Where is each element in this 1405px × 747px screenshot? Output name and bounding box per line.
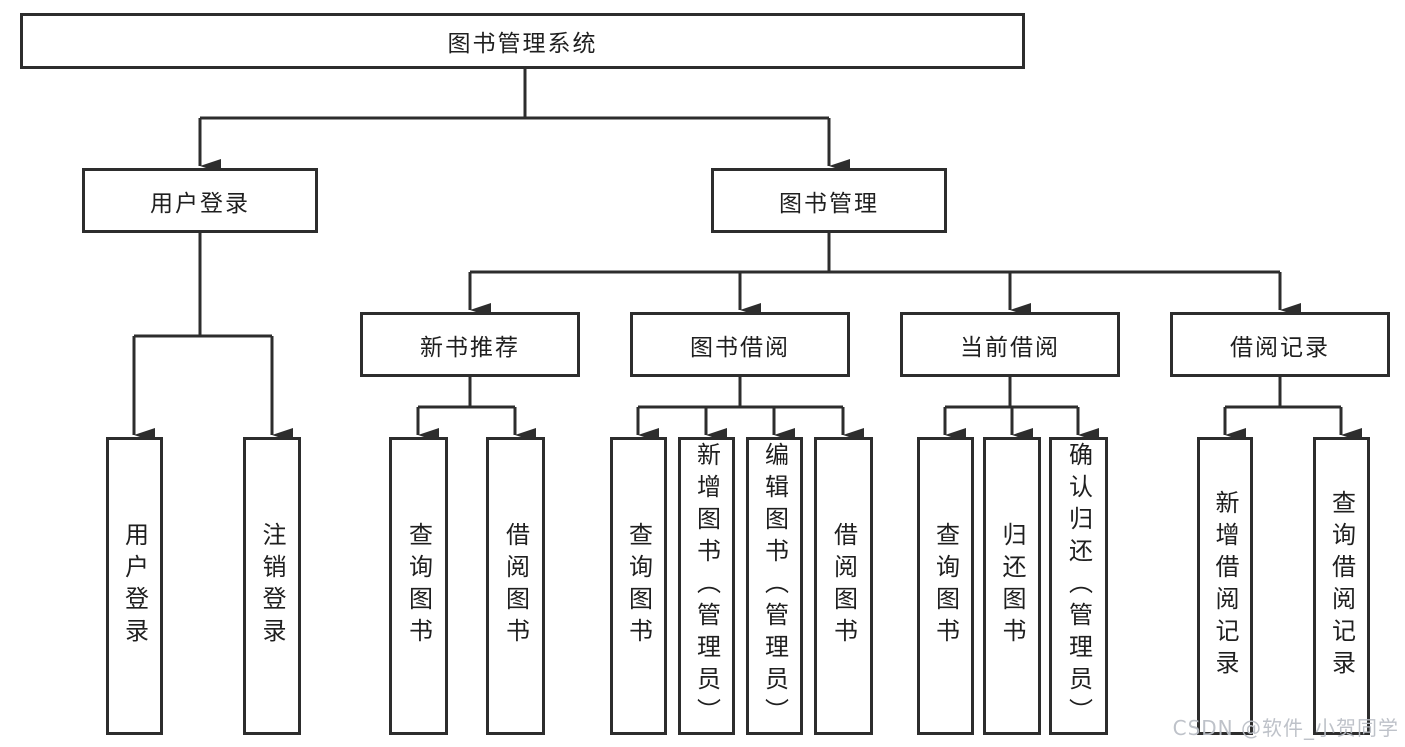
node-leaf-borrow-book-label: 借阅图书: [829, 522, 858, 650]
node-leaf-current-query: 查询图书: [917, 437, 974, 735]
node-leaf-borrow-edit-admin: 编辑图书（管理员）: [746, 437, 803, 735]
node-leaf-query-borrow-record: 查询借阅记录: [1313, 437, 1370, 735]
node-book-borrowing: 图书借阅: [630, 312, 850, 377]
connector-book-management-to-level3: [468, 232, 1301, 317]
node-leaf-user-login: 用户登录: [106, 437, 163, 735]
node-library-system-label: 图书管理系统: [447, 31, 598, 57]
node-leaf-return-book: 归还图书: [983, 437, 1041, 735]
node-leaf-borrow-query: 查询图书: [610, 437, 667, 735]
node-leaf-newbook-query-label: 查询图书: [404, 522, 433, 650]
node-book-borrowing-label: 图书借阅: [690, 334, 790, 361]
node-leaf-newbook-borrow-label: 借阅图书: [501, 522, 530, 650]
node-library-system: 图书管理系统: [20, 13, 1025, 69]
connector-current-borrow-to-children: [943, 377, 1099, 442]
node-leaf-return-book-label: 归还图书: [998, 522, 1026, 650]
node-leaf-add-borrow-record: 新增借阅记录: [1197, 437, 1253, 735]
node-leaf-borrow-edit-admin-label: 编辑图书（管理员）: [760, 442, 789, 730]
connector-new-book-to-children: [416, 377, 536, 442]
node-leaf-borrow-add-admin: 新增图书（管理员）: [678, 437, 735, 735]
node-leaf-add-borrow-record-label: 新增借阅记录: [1211, 490, 1239, 682]
node-leaf-logout-label: 注销登录: [258, 522, 286, 650]
node-leaf-borrow-query-label: 查询图书: [624, 522, 653, 650]
node-book-management: 图书管理: [711, 168, 947, 233]
node-leaf-confirm-return-admin: 确认归还（管理员）: [1049, 437, 1108, 735]
node-leaf-borrow-book: 借阅图书: [814, 437, 873, 735]
node-current-borrowing: 当前借阅: [900, 312, 1120, 377]
connector-user-login-to-children: [132, 232, 293, 442]
node-current-borrowing-label: 当前借阅: [960, 334, 1060, 361]
connector-root-to-level2: [198, 68, 850, 173]
csdn-watermark: CSDN @软件_小贺同学: [1172, 716, 1399, 740]
connector-book-borrow-to-children: [636, 377, 864, 442]
node-leaf-newbook-borrow: 借阅图书: [486, 437, 545, 735]
node-leaf-borrow-add-admin-label: 新增图书（管理员）: [692, 442, 721, 730]
node-book-management-label: 图书管理: [779, 190, 879, 217]
node-user-login: 用户登录: [82, 168, 318, 233]
node-user-login-label: 用户登录: [150, 190, 250, 217]
node-leaf-user-login-label: 用户登录: [120, 522, 149, 650]
node-borrowing-records: 借阅记录: [1170, 312, 1390, 377]
node-new-book-recommend: 新书推荐: [360, 312, 580, 377]
node-leaf-query-borrow-record-label: 查询借阅记录: [1327, 490, 1356, 682]
connector-borrow-records-to-children: [1223, 377, 1362, 442]
node-new-book-recommend-label: 新书推荐: [420, 334, 520, 361]
node-borrowing-records-label: 借阅记录: [1230, 334, 1330, 361]
node-leaf-logout: 注销登录: [243, 437, 301, 735]
node-leaf-newbook-query: 查询图书: [389, 437, 448, 735]
node-leaf-current-query-label: 查询图书: [931, 522, 960, 650]
node-leaf-confirm-return-admin-label: 确认归还（管理员）: [1064, 442, 1093, 730]
